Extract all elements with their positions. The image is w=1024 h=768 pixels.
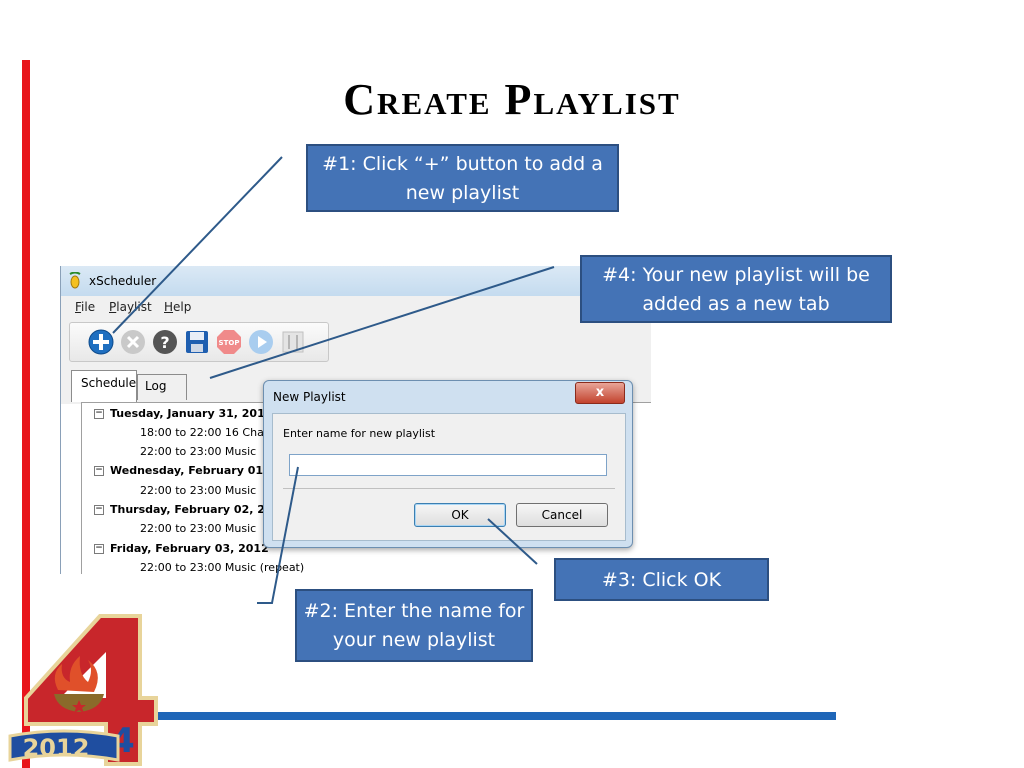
menu-bar: File Playlist Help: [61, 296, 651, 319]
tab-log[interactable]: Log: [137, 374, 187, 400]
collapse-icon[interactable]: −: [94, 465, 104, 476]
dialog-close-button[interactable]: x: [575, 382, 625, 404]
svg-text:STOP: STOP: [219, 339, 240, 347]
dialog-title: New Playlist: [273, 390, 346, 404]
menu-help[interactable]: Help: [164, 300, 192, 314]
slide-title: Create Playlist: [343, 75, 681, 124]
play-icon[interactable]: [248, 329, 274, 355]
collapse-icon[interactable]: −: [94, 543, 104, 554]
collapse-icon[interactable]: −: [94, 408, 104, 419]
window-titlebar: xScheduler: [61, 266, 651, 296]
tree-entry-row[interactable]: 22:00 to 23:00 Music: [140, 445, 257, 458]
tree-entry-row[interactable]: 18:00 to 22:00 16 Char: [140, 426, 269, 439]
tree-day-row[interactable]: −Thursday, February 02, 20: [94, 503, 273, 516]
red-accent-bar: [22, 60, 30, 768]
callout-step-3: #3: Click OK: [554, 558, 769, 601]
tree-entry-row[interactable]: 22:00 to 23:00 Music: [140, 484, 257, 497]
playlist-name-input[interactable]: [289, 454, 607, 476]
ok-button[interactable]: OK: [414, 503, 506, 527]
dialog-prompt: Enter name for new playlist: [283, 427, 436, 440]
new-playlist-dialog: New Playlist x Enter name for new playli…: [263, 380, 633, 548]
callout-step-2: #2: Enter the name for your new playlist: [295, 589, 533, 662]
add-icon[interactable]: [88, 329, 114, 355]
tree-day-label: Friday, February 03, 2012: [110, 542, 269, 555]
tree-day-row[interactable]: −Friday, February 03, 2012: [94, 542, 269, 555]
toolbar: ? STOP: [69, 322, 329, 362]
tree-entry-row[interactable]: 22:00 to 23:00 Music: [140, 522, 257, 535]
blue-divider-line: [150, 712, 836, 720]
logo-year: 2012: [23, 734, 90, 762]
cancel-button[interactable]: Cancel: [516, 503, 608, 527]
logo-2012-emblem: 4 2012: [8, 614, 158, 766]
tree-day-label: Wednesday, February 01, 2: [110, 464, 279, 477]
settings-icon[interactable]: [280, 329, 306, 355]
dialog-separator: [283, 488, 615, 489]
menu-file[interactable]: File: [75, 300, 96, 314]
window-title: xScheduler: [89, 274, 157, 288]
delete-icon[interactable]: [120, 329, 146, 355]
app-lightbulb-icon: [69, 272, 81, 289]
tree-entry-row[interactable]: 22:00 to 23:00 Music (repeat): [140, 561, 305, 574]
dialog-body: Enter name for new playlist OK Cancel: [272, 413, 626, 541]
menu-playlist[interactable]: Playlist: [109, 300, 152, 314]
callout-step-1: #1: Click “+” button to add a new playli…: [306, 144, 619, 212]
tree-day-row[interactable]: −Wednesday, February 01, 2: [94, 464, 279, 477]
save-icon[interactable]: [184, 329, 210, 355]
stop-icon[interactable]: STOP: [216, 329, 242, 355]
help-icon[interactable]: ?: [152, 329, 178, 355]
tree-day-label: Tuesday, January 31, 2012: [110, 407, 273, 420]
tree-day-label: Thursday, February 02, 20: [110, 503, 273, 516]
collapse-icon[interactable]: −: [94, 504, 104, 515]
toolbar-area: ? STOP: [61, 318, 651, 364]
callout-step-4: #4: Your new playlist will be added as a…: [580, 255, 892, 323]
svg-text:?: ?: [160, 333, 169, 352]
tab-schedule[interactable]: Schedule: [71, 370, 137, 402]
tree-day-row[interactable]: −Tuesday, January 31, 2012: [94, 407, 272, 420]
